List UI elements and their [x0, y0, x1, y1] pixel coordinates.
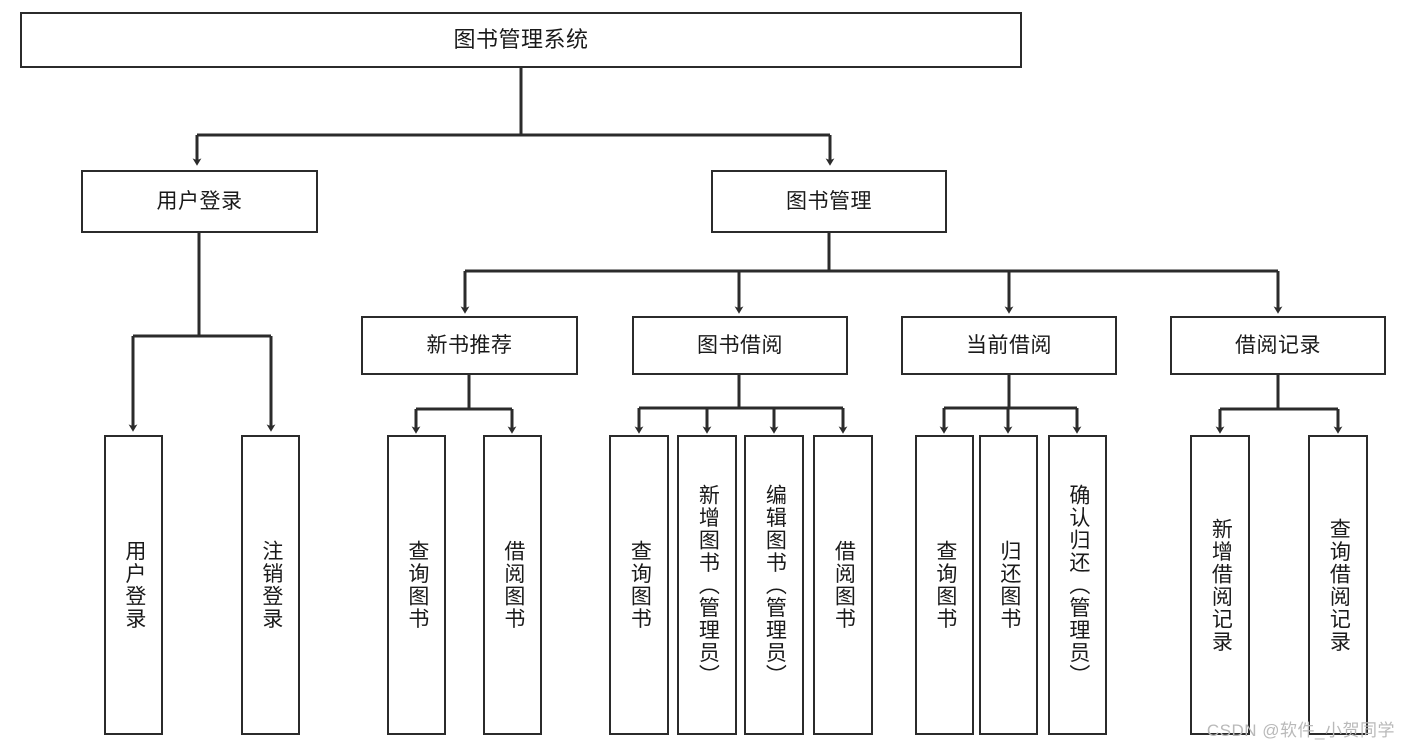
node-leaf-borrow-book[interactable]: 借阅图书	[813, 435, 873, 735]
node-leaf-confirm-return[interactable]: 确认归还（管理员）	[1048, 435, 1107, 735]
node-book-borrow[interactable]: 图书借阅	[632, 316, 848, 375]
node-leaf-add-book[interactable]: 新增图书（管理员）	[677, 435, 737, 735]
node-root-system[interactable]: 图书管理系统	[20, 12, 1022, 68]
node-label: 图书管理系统	[453, 26, 589, 52]
node-label: 查询图书	[628, 540, 652, 630]
node-new-book-recommend[interactable]: 新书推荐	[361, 316, 578, 375]
node-label: 新增借阅记录	[1209, 517, 1233, 653]
node-label: 新增图书（管理员）	[696, 483, 720, 687]
node-label: 用户登录	[156, 189, 243, 213]
node-label: 借阅图书	[501, 540, 525, 630]
node-borrow-record[interactable]: 借阅记录	[1170, 316, 1386, 375]
node-leaf-add-borrow-record[interactable]: 新增借阅记录	[1190, 435, 1250, 735]
node-label: 图书管理	[786, 189, 872, 213]
node-label: 查询图书	[405, 540, 429, 630]
node-label: 用户登录	[122, 540, 146, 630]
node-label: 确认归还（管理员）	[1066, 483, 1090, 687]
node-label: 注销登录	[259, 540, 283, 630]
node-label: 查询借阅记录	[1327, 517, 1351, 653]
node-label: 归还图书	[997, 540, 1021, 630]
node-leaf-user-login[interactable]: 用户登录	[104, 435, 163, 735]
node-leaf-query-book-current[interactable]: 查询图书	[915, 435, 974, 735]
node-label: 新书推荐	[426, 333, 513, 357]
node-leaf-edit-book[interactable]: 编辑图书（管理员）	[744, 435, 804, 735]
node-label: 当前借阅	[966, 333, 1052, 357]
node-leaf-borrow-book-recommend[interactable]: 借阅图书	[483, 435, 542, 735]
node-label: 编辑图书（管理员）	[763, 483, 787, 687]
node-book-management[interactable]: 图书管理	[711, 170, 947, 233]
node-leaf-query-book-recommend[interactable]: 查询图书	[387, 435, 446, 735]
node-user-login[interactable]: 用户登录	[81, 170, 318, 233]
node-leaf-logout-login[interactable]: 注销登录	[241, 435, 300, 735]
node-leaf-query-borrow-record[interactable]: 查询借阅记录	[1308, 435, 1368, 735]
node-label: 借阅记录	[1235, 333, 1321, 357]
node-leaf-return-book[interactable]: 归还图书	[979, 435, 1038, 735]
node-leaf-query-book-borrow[interactable]: 查询图书	[609, 435, 669, 735]
node-label: 借阅图书	[832, 540, 856, 630]
node-label: 图书借阅	[697, 333, 783, 357]
node-label: 查询图书	[933, 540, 957, 630]
watermark-text: CSDN @软件_小贺同学	[1206, 721, 1395, 740]
node-current-borrow[interactable]: 当前借阅	[901, 316, 1117, 375]
